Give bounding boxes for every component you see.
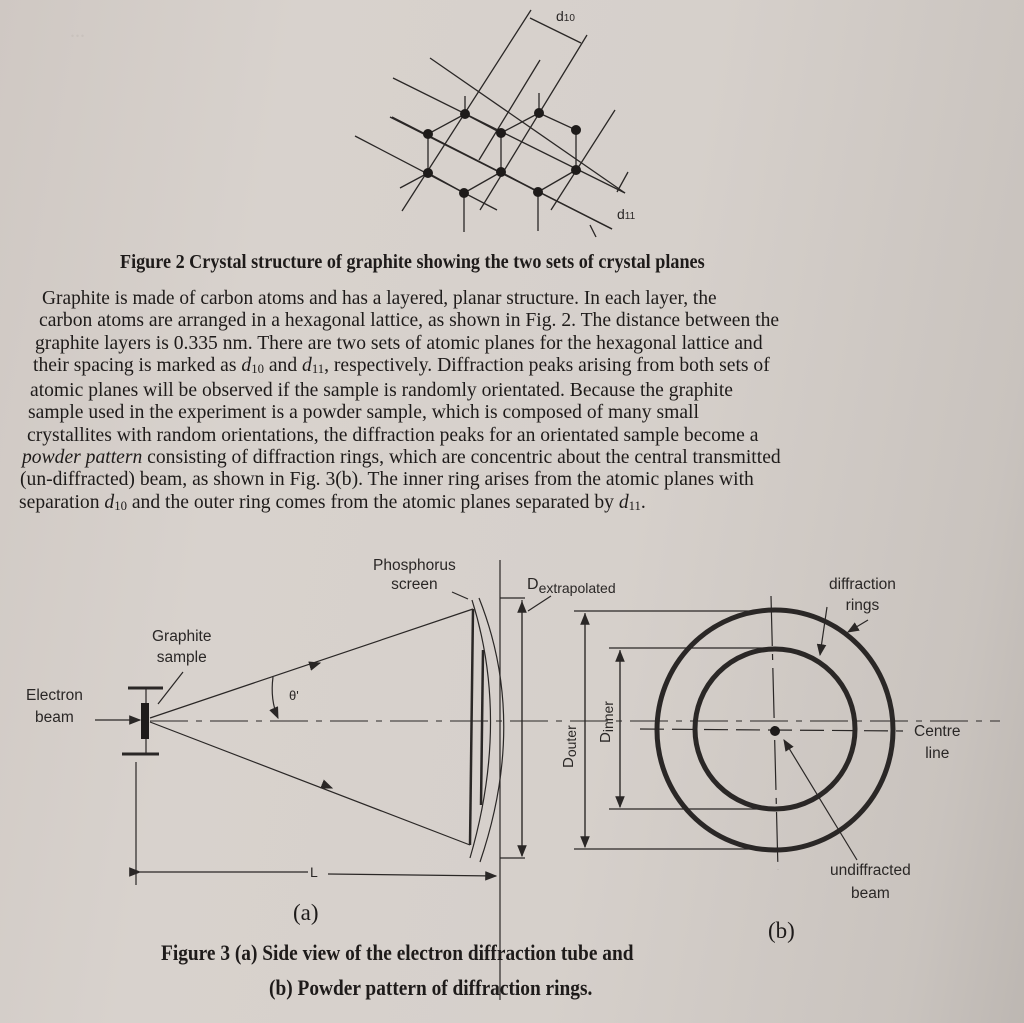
graphite-sample-label: Graphite sample [152, 626, 211, 668]
text-run: their spacing is marked as [33, 354, 242, 376]
panel-a-label: (a) [293, 900, 319, 925]
label-line: line [925, 745, 950, 762]
paragraph-line: Graphite is made of carbon atoms and has… [42, 288, 717, 309]
phosphorus-screen-label: Phosphorus screen [373, 556, 456, 594]
D-letter: D [560, 757, 577, 768]
d-symbol: d [104, 491, 115, 513]
paragraph-line: graphite layers is 0.335 nm. There are t… [35, 332, 763, 354]
paragraph-line: sample used in the experiment is a powde… [28, 402, 699, 424]
subscript: extrapolated [538, 580, 616, 596]
d11-letter: d [617, 206, 625, 222]
subscript: 10 [251, 361, 264, 376]
figure-3-caption-line2: (b) Powder pattern of diffraction rings. [269, 975, 593, 1000]
d10-letter: d [556, 8, 564, 24]
electron-beam-label: Electron beam [26, 685, 83, 729]
d11-subscript: 11 [624, 211, 636, 222]
D-letter: D [527, 576, 539, 593]
text-run: separation [19, 491, 105, 513]
subscript: outer [563, 725, 579, 758]
paragraph-line: carbon atoms are arranged in a hexagonal… [39, 310, 780, 332]
subscript: 10 [114, 498, 127, 513]
d10-label: d10 [556, 8, 575, 24]
d-symbol: d [241, 354, 252, 376]
D-letter: D [597, 732, 614, 743]
label-line: screen [391, 576, 438, 593]
paragraph-line: atomic planes will be observed if the sa… [30, 380, 733, 402]
d10-subscript: 10 [563, 13, 575, 24]
theta-label: θ' [289, 688, 299, 703]
paragraph-line: their spacing is marked as d10 and d11, … [33, 355, 988, 380]
italic-term: powder pattern [22, 446, 143, 468]
figure-2-caption: Figure 2 Crystal structure of graphite s… [120, 252, 705, 273]
subscript: 11 [311, 361, 325, 376]
body-paragraph: Graphite is made of carbon atoms and has… [18, 288, 988, 517]
label-line: Centre [914, 723, 961, 740]
label-line: sample [156, 649, 207, 666]
centre-line-label: Centre line [914, 721, 961, 765]
show-through-text: ... [70, 20, 85, 42]
label-line: Graphite [152, 628, 212, 645]
paragraph-line: powder pattern consisting of diffraction… [22, 447, 988, 469]
label-line: beam [850, 885, 890, 902]
label-line: Phosphorus [373, 557, 456, 574]
label-line: rings [845, 597, 880, 614]
text-run: . [640, 491, 646, 513]
d11-label: d11 [617, 206, 635, 222]
d-symbol: d [618, 491, 629, 513]
d-inner-label: Dinner [597, 701, 616, 743]
text-run: consisting of diffraction rings, which a… [142, 446, 781, 468]
d-extrapolated-label: Dextrapolated [527, 576, 616, 596]
label-line: beam [35, 709, 74, 726]
d-outer-label: Douter [560, 725, 579, 768]
label-line: undiffracted [830, 862, 911, 879]
subscript: inner [600, 701, 616, 733]
text-run: and [263, 354, 303, 376]
undiffracted-beam-label: undiffracted beam [830, 859, 911, 905]
distance-L-label: L [310, 864, 318, 880]
paragraph-line: crystallites with random orientations, t… [27, 424, 759, 446]
d-symbol: d [302, 354, 312, 376]
diffraction-rings-label: diffraction rings [829, 574, 896, 616]
text-run: and the outer ring comes from the atomic… [126, 491, 619, 513]
text-run: , respectively. Diffraction peaks arisin… [324, 354, 770, 376]
figure-3-caption-line1: Figure 3 (a) Side view of the electron d… [161, 940, 634, 965]
subscript: 11 [628, 498, 641, 513]
panel-b-label: (b) [768, 918, 795, 943]
label-line: diffraction [829, 576, 896, 593]
paragraph-line: separation d10 and the outer ring comes … [19, 492, 988, 517]
paragraph-line: (un-diffracted) beam, as shown in Fig. 3… [20, 469, 754, 491]
label-line: Electron [26, 687, 83, 704]
